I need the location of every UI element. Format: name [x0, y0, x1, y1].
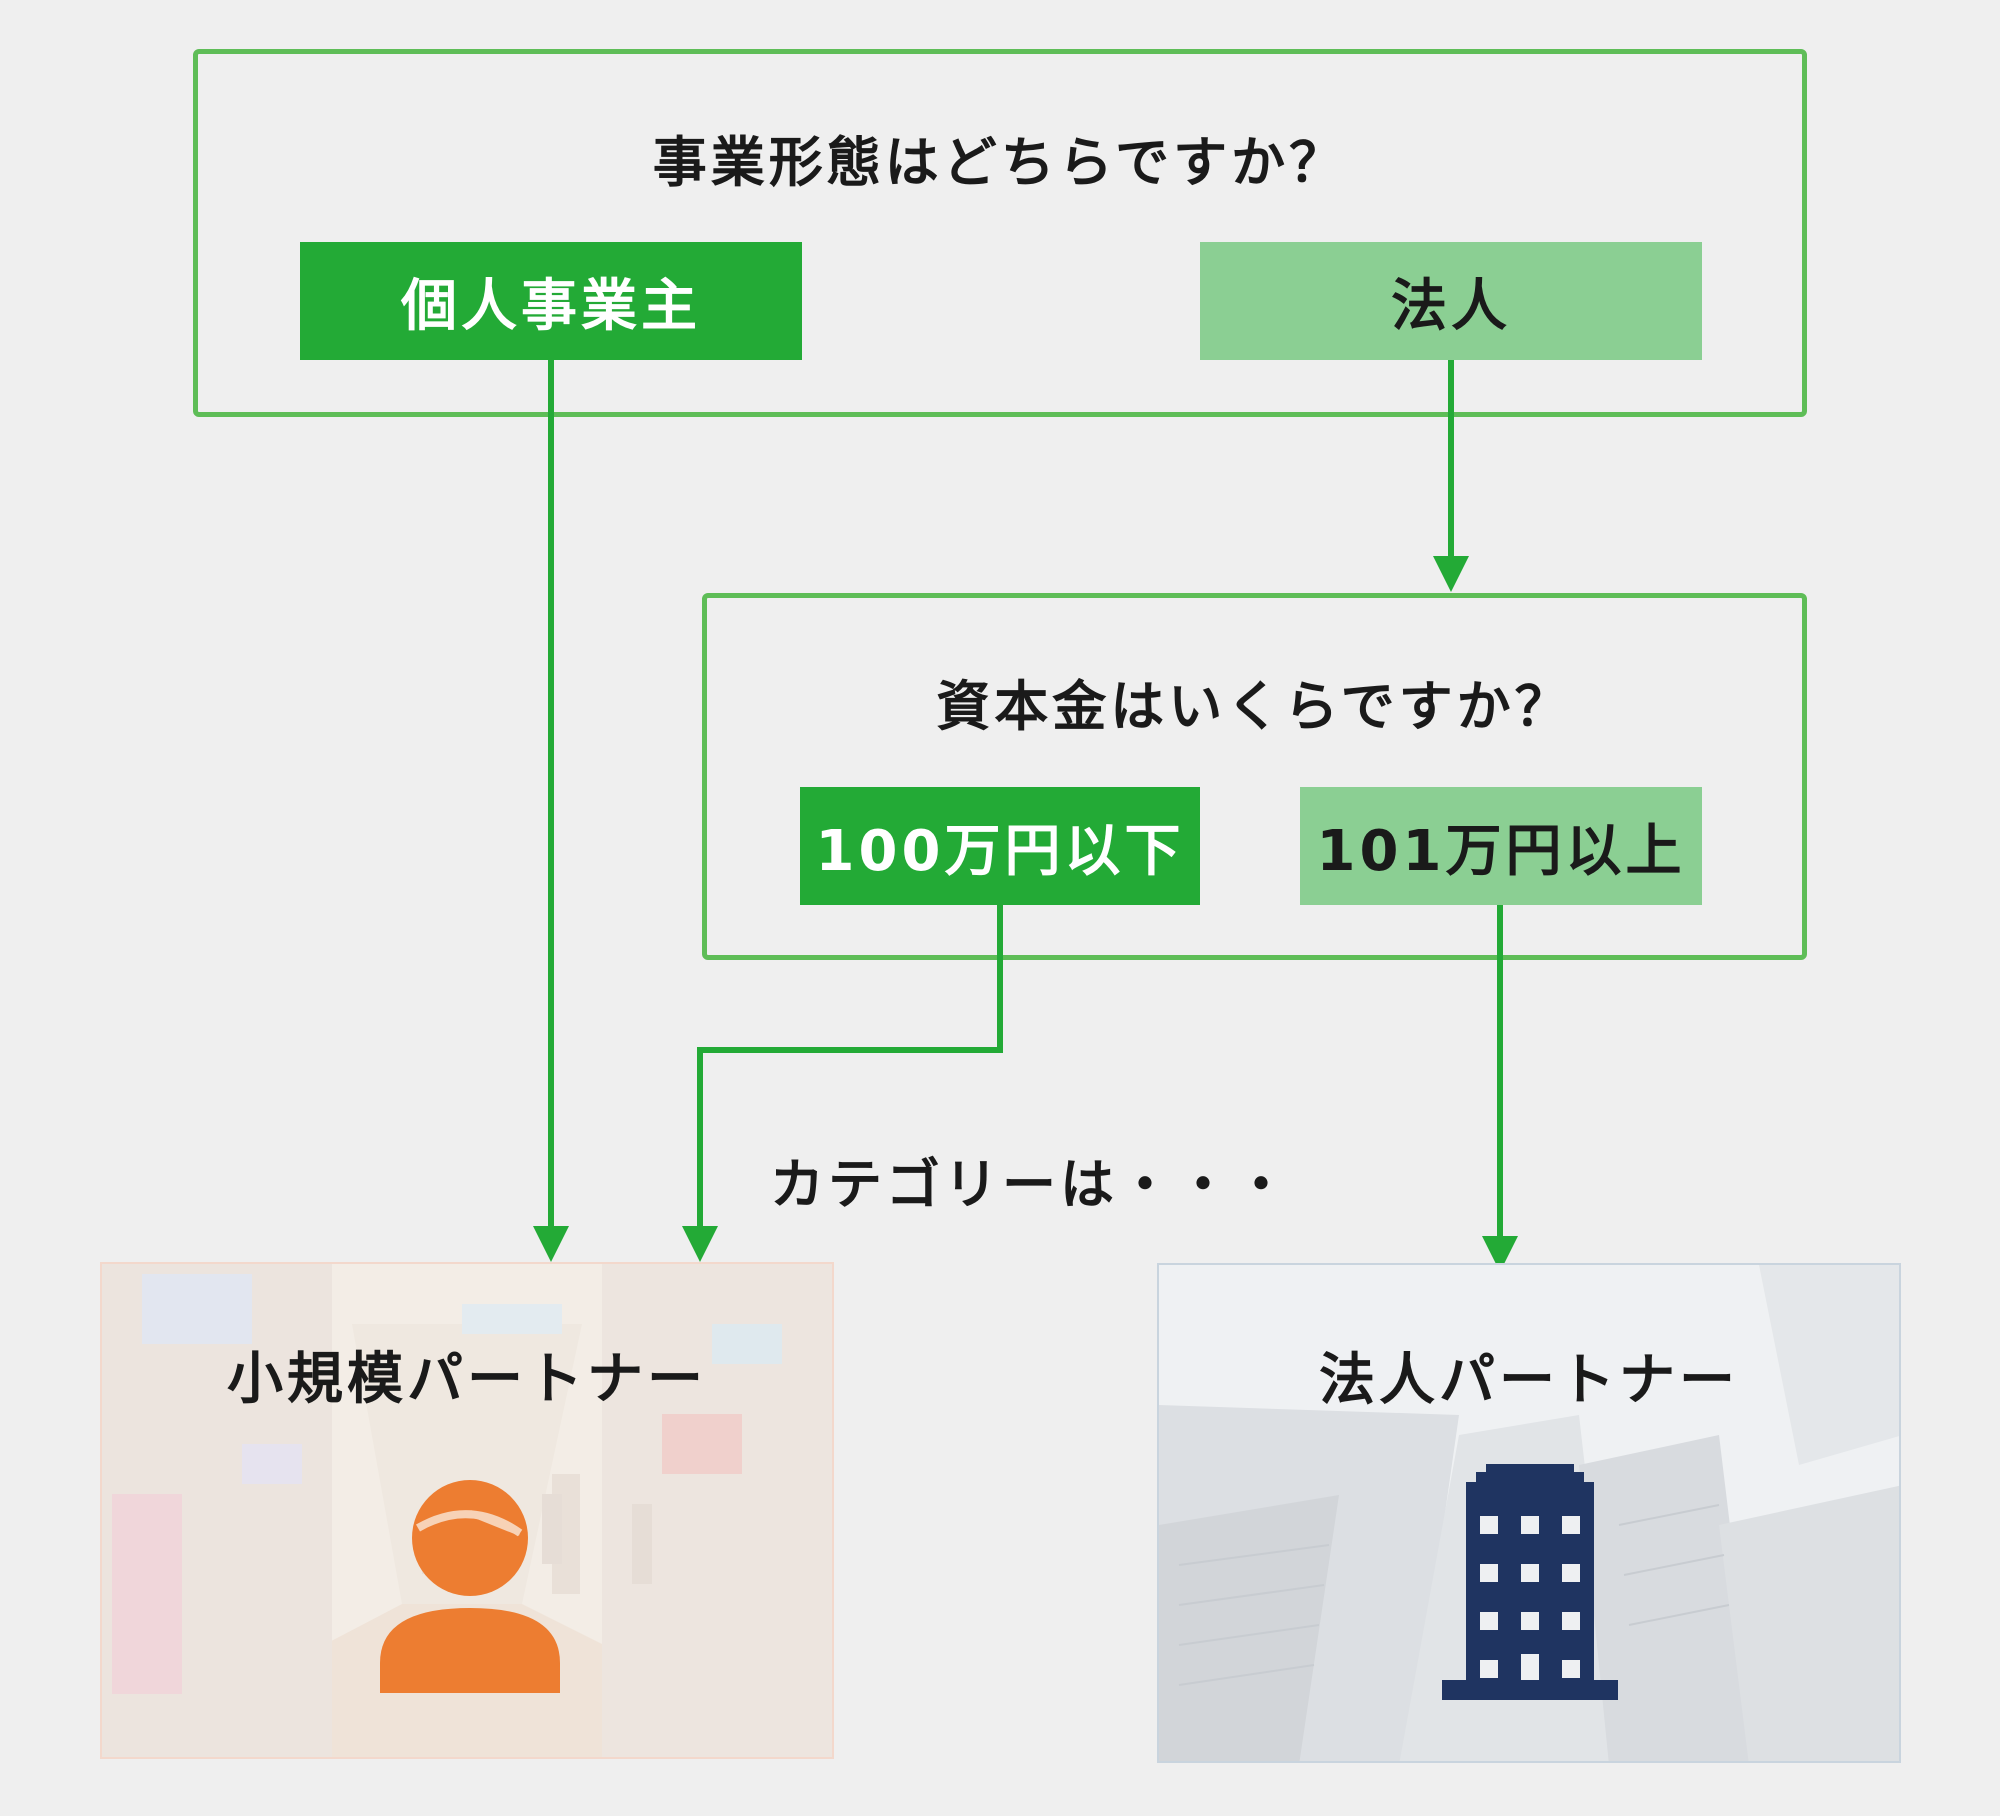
building-icon	[1442, 1464, 1618, 1700]
capital-question: 資本金はいくらですか？	[936, 675, 1573, 738]
corporate-partner-card: 法人パートナー	[1157, 1263, 1901, 1763]
category-note: カテゴリーは・・・	[770, 1153, 1292, 1216]
business-type-question-box	[193, 49, 1807, 417]
business-type-question: 事業形態はどちらですか？	[652, 131, 1348, 194]
arrowhead-small-right	[682, 1226, 718, 1262]
corporate-partner-title: 法人パートナー	[1319, 1348, 1739, 1413]
option-sole-proprietor[interactable]: 個人事業主	[300, 242, 802, 360]
arrowhead-corporate	[1482, 1236, 1518, 1272]
arrowhead-capital	[1433, 556, 1469, 592]
connector-under100-to-small	[697, 905, 1003, 1228]
arrowhead-small-left	[533, 1226, 569, 1262]
capital-question-box	[702, 593, 1807, 960]
person-icon	[380, 1480, 560, 1693]
option-capital-under-100[interactable]: 100万円以下	[800, 787, 1200, 905]
small-partner-title: 小規模パートナー	[227, 1347, 707, 1412]
small-partner-card: 小規模パートナー	[100, 1262, 834, 1759]
option-corporation[interactable]: 法人	[1200, 242, 1702, 360]
option-capital-over-101[interactable]: 101万円以上	[1300, 787, 1702, 905]
skyscrapers-image	[1159, 1265, 1899, 1761]
